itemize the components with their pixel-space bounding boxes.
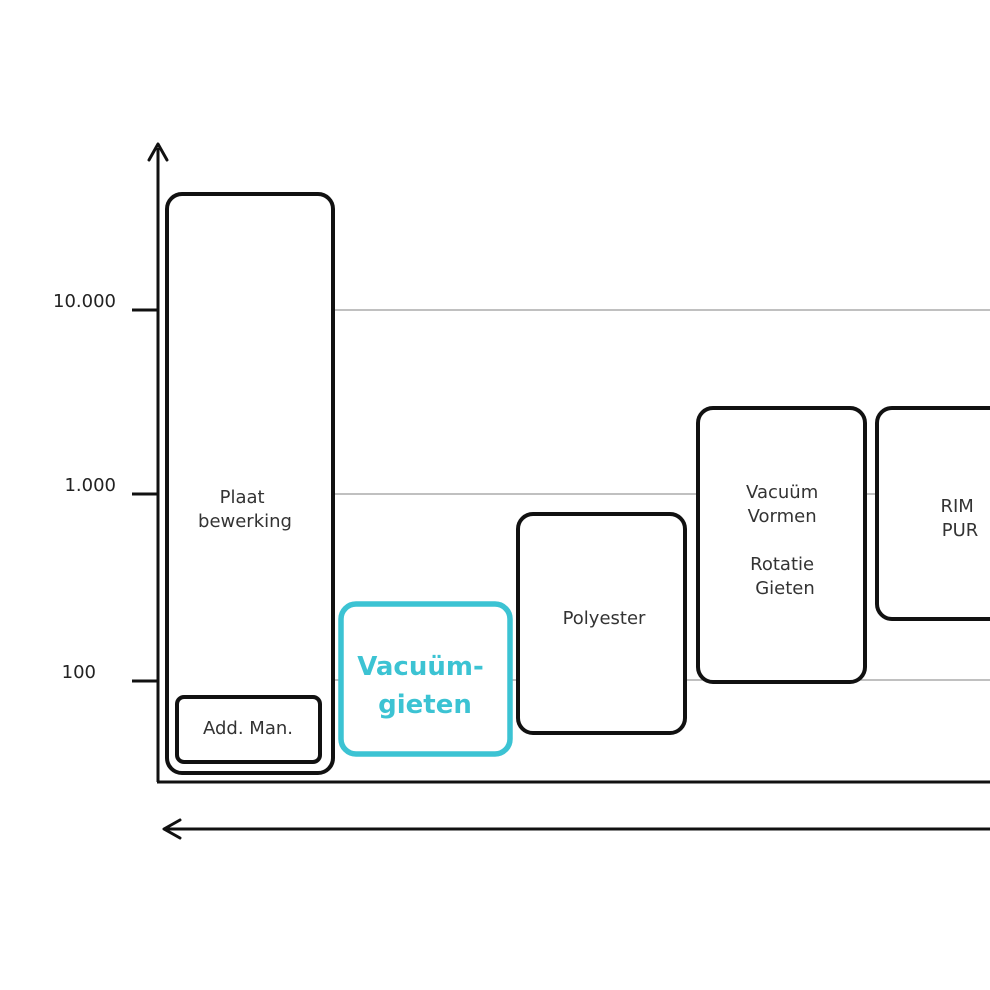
box-vacuum-gieten <box>338 601 513 757</box>
box-add-man-label: Add. Man. <box>203 718 293 739</box>
box-vacuum-gieten-label: Vacuüm- gieten <box>357 652 493 720</box>
box-add-man <box>175 695 322 764</box>
y-axis-arrow-icon <box>147 142 169 162</box>
rim-line-1: RIM <box>940 496 973 517</box>
y-tick-label-10000: 10.000 <box>53 291 116 312</box>
vacuum-vormen-line-2: Vormen <box>748 506 817 527</box>
box-polyester <box>516 512 687 735</box>
plaat-line-1: Plaat <box>220 487 265 508</box>
vacuum-gieten-line-1: Vacuüm- <box>357 652 484 682</box>
left-arrow-icon <box>162 818 182 840</box>
plaat-line-2: bewerking <box>198 511 292 532</box>
y-tick-label-100: 100 <box>62 662 96 683</box>
rotatie-line-2: Gieten <box>755 578 815 599</box>
box-rim-pur-label: RIM PUR <box>940 496 979 541</box>
rotatie-line-1: Rotatie <box>750 554 814 575</box>
box-plaat-bewerking-label: Plaat bewerking <box>198 487 292 532</box>
rim-line-2: PUR <box>942 520 979 541</box>
box-vacuum-vormen-label: Vacuüm Vormen Rotatie Gieten <box>746 482 824 599</box>
box-vacuum-vormen <box>696 406 867 684</box>
y-tick-label-1000: 1.000 <box>64 475 116 496</box>
vacuum-gieten-line-2: gieten <box>378 690 472 720</box>
box-plaat-bewerking <box>165 192 335 775</box>
box-polyester-label: Polyester <box>563 608 646 629</box>
box-rim-pur <box>875 406 990 621</box>
vacuum-vormen-line-1: Vacuüm <box>746 482 818 503</box>
